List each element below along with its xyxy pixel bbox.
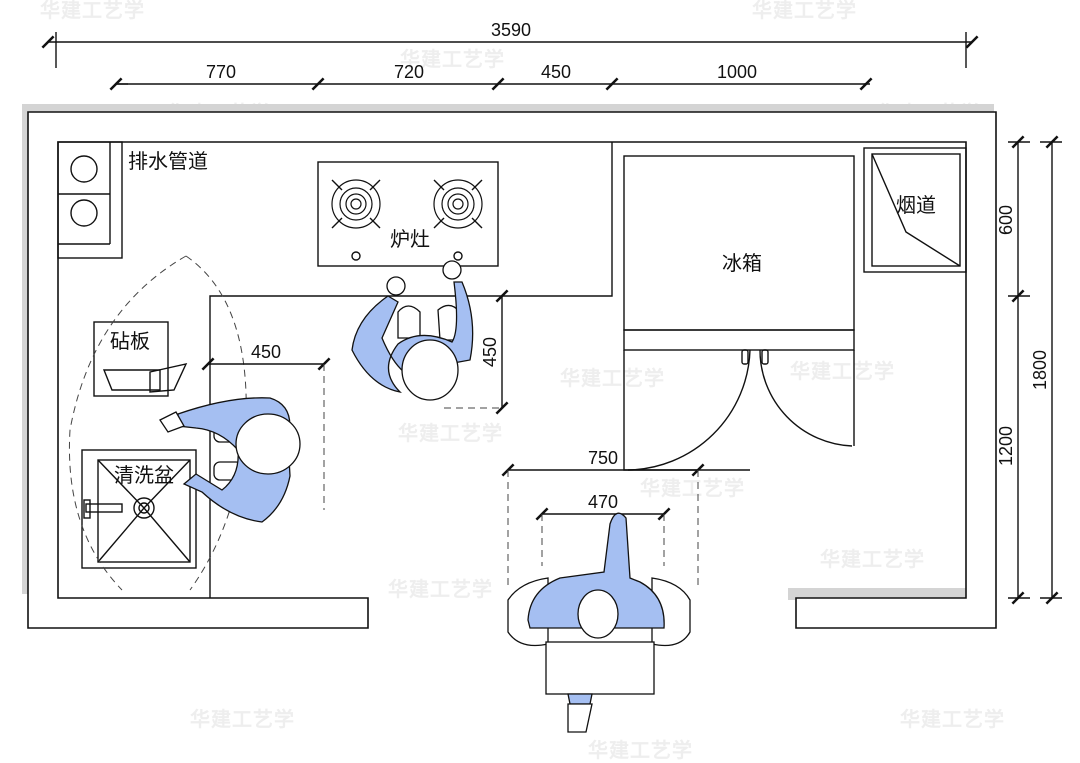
fridge: 冰箱 [623,155,855,471]
watermark: 华建工艺学 [40,0,145,22]
top-dimensions: 3590 770 720 450 1000 [41,20,979,84]
stove-clearance-label: 450 [480,337,500,367]
fridge-clearance-label: 750 [588,448,618,468]
sink-clearance-label: 450 [251,342,281,362]
knob-icon [453,251,463,261]
person-at-sink [159,397,301,523]
drain-pipe: 排水管道 [57,141,208,259]
watermark: 华建工艺学 [900,707,1005,731]
drain-pipe-label: 排水管道 [128,149,208,173]
sink-clearance: 450 [208,342,324,510]
fridge-label: 冰箱 [722,251,762,275]
person-front [507,512,691,733]
segment-4-label: 1000 [717,62,757,82]
walkway-clearance-label: 470 [588,492,618,512]
burner-right [433,179,483,229]
watermark: 华建工艺学 [388,577,493,601]
watermark: 华建工艺学 [398,421,503,445]
right-dimensions: 600 1200 1800 [996,142,1062,598]
watermark: 华建工艺学 [790,359,895,383]
segment-2-label: 720 [394,62,424,82]
knob-icon [351,251,361,261]
watermark: 华建工艺学 [190,707,295,731]
walls [22,104,997,629]
watermark: 华建工艺学 [560,366,665,390]
person-at-stove [351,260,474,401]
right-bottom-label: 1200 [996,426,1016,466]
sink: 清洗盆 [81,449,197,569]
flue-label: 烟道 [896,193,936,217]
watermark: 华建工艺学 [640,476,745,500]
segment-3-label: 450 [541,62,571,82]
watermark: 华建工艺学 [752,0,857,22]
fridge-clearance: 750 [508,448,698,590]
right-top-label: 600 [996,205,1016,235]
right-total-label: 1800 [1030,350,1050,390]
stove-label: 炉灶 [390,227,430,251]
segment-1-label: 770 [206,62,236,82]
total-width-label: 3590 [491,20,531,40]
stove: 炉灶 [317,161,499,267]
counter [209,142,613,598]
sink-label: 清洗盆 [114,463,174,487]
cutting-board-label: 砧板 [110,329,150,353]
watermark: 华建工艺学 [820,547,925,571]
walkway-clearance: 470 [542,492,664,566]
cutting-board: 砧板 [93,321,188,397]
swing-arc [68,255,187,591]
watermark: 华建工艺学 [588,738,693,762]
flue: 烟道 [863,147,967,273]
burner-left [331,179,381,229]
stove-clearance: 450 [444,296,502,408]
watermark: 华建工艺学 [400,47,505,71]
